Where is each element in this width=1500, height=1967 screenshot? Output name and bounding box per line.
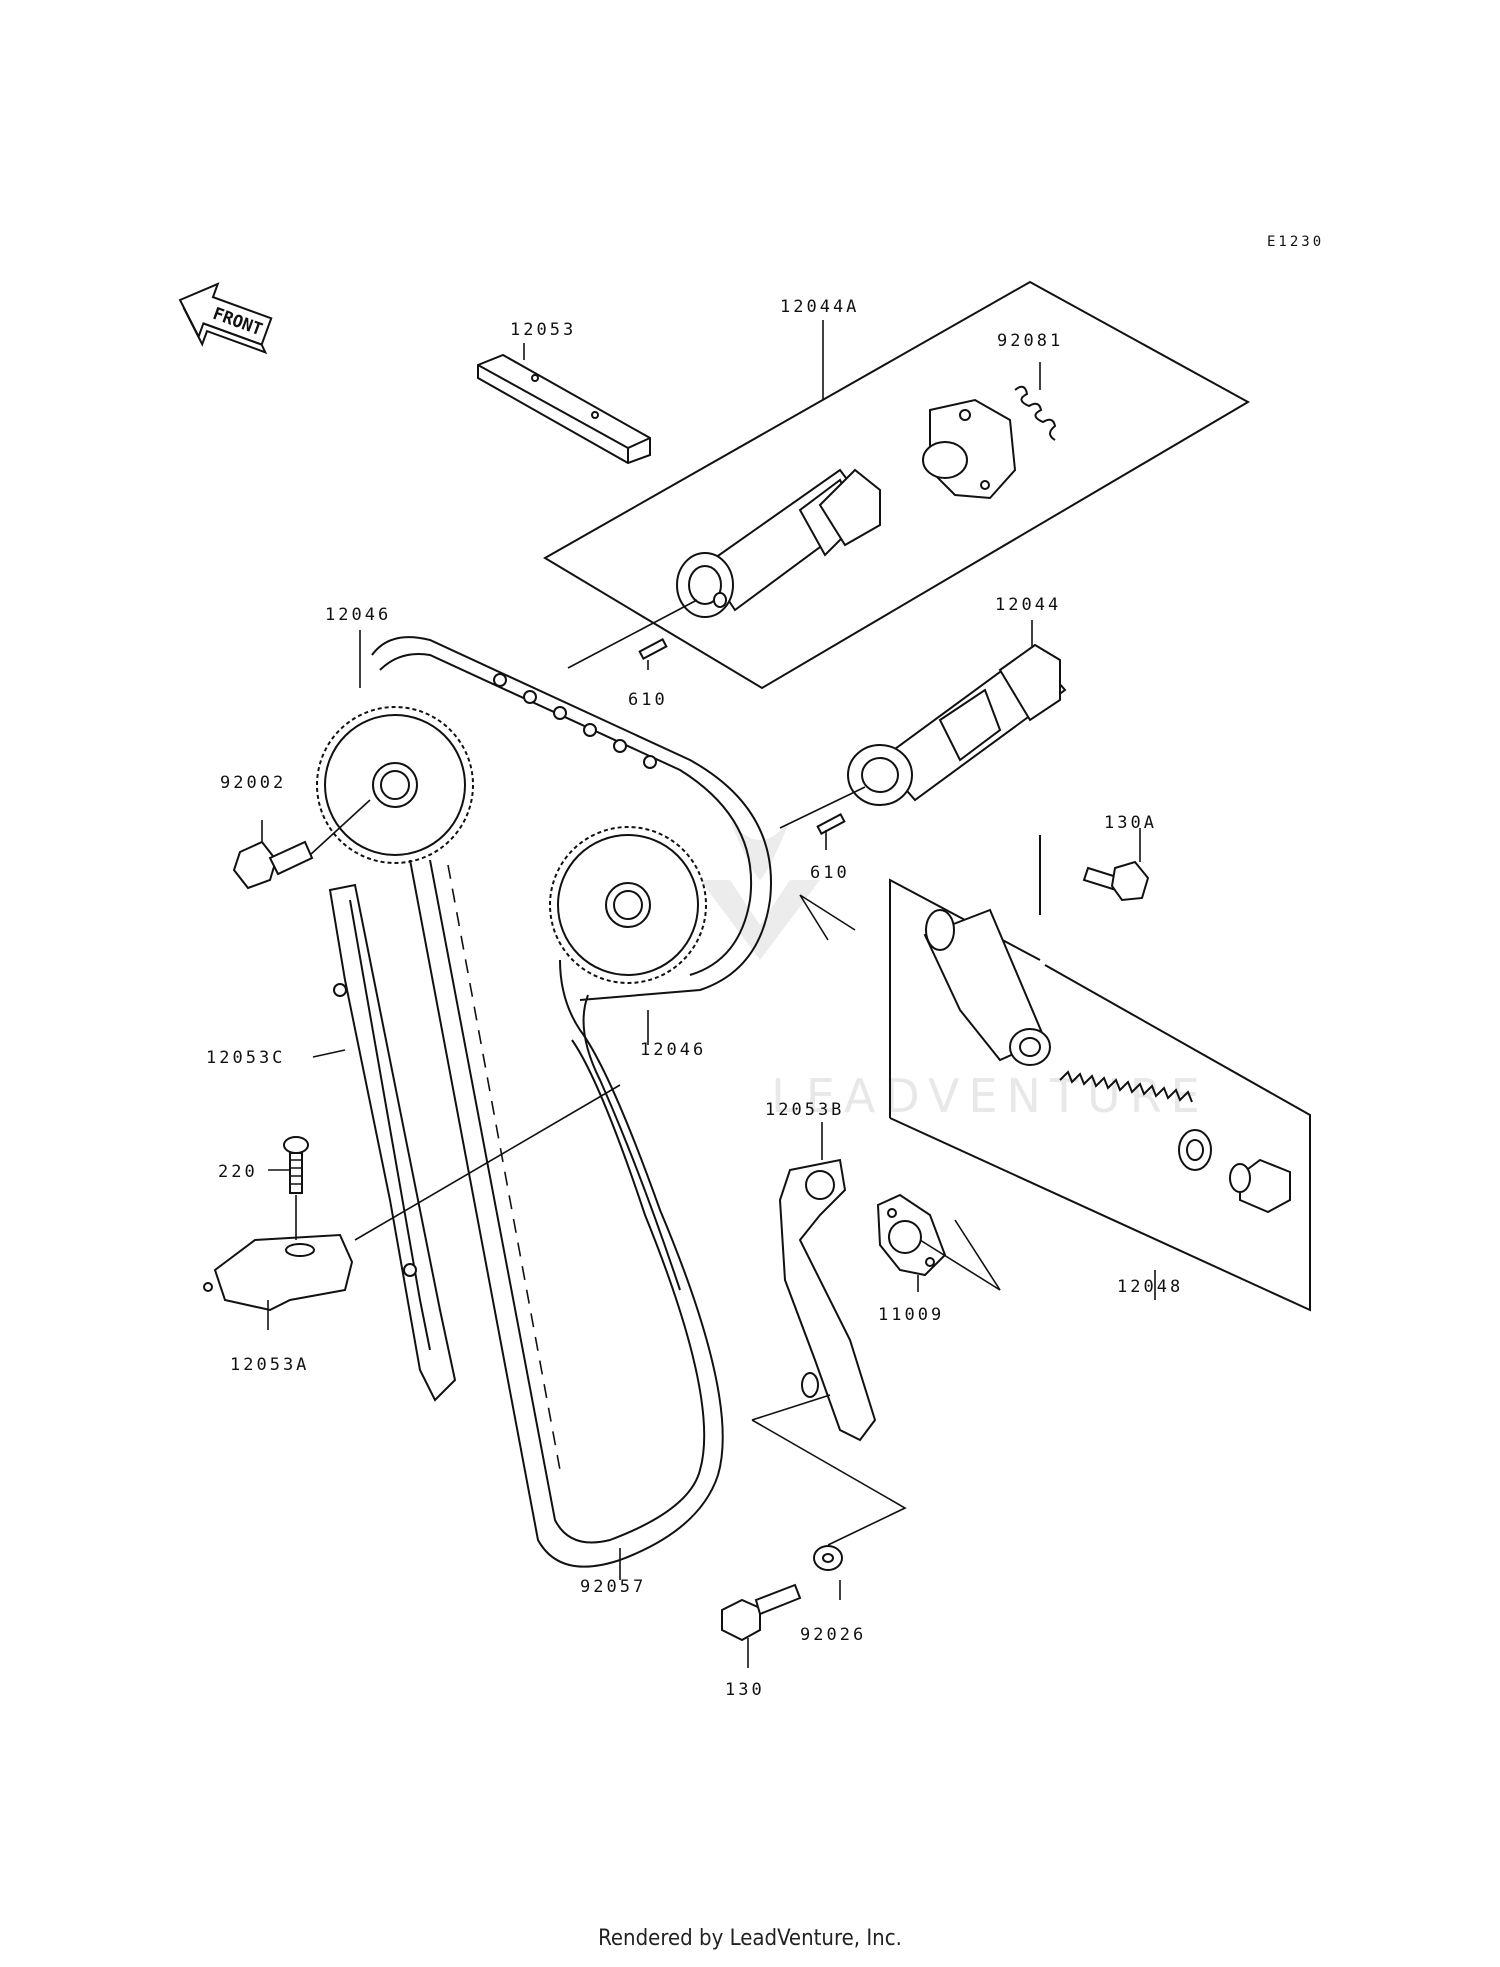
label-12053: 12053 <box>510 320 576 340</box>
label-610-lower: 610 <box>810 863 850 883</box>
cam-chain <box>371 636 772 1568</box>
label-130A: 130A <box>1104 813 1157 833</box>
decomp-weight <box>922 398 1017 500</box>
watermark-text: LEADVENTURE <box>771 1069 1209 1123</box>
tensioner-spring-icon <box>1059 1070 1193 1103</box>
diagram-code: E1230 <box>1267 234 1324 250</box>
chain-guide-top <box>477 353 651 465</box>
label-12046-top: 12046 <box>325 605 391 625</box>
dowel-pin-lower <box>816 813 846 835</box>
chain-guide-lower <box>203 1233 354 1312</box>
chain-links <box>493 673 657 769</box>
label-610-upper: 610 <box>628 690 668 710</box>
camshaft-lower <box>847 643 1067 806</box>
chain-guide-front <box>778 1158 877 1442</box>
camshaft-upper <box>676 468 881 618</box>
label-12053B: 12053B <box>765 1100 844 1120</box>
camshaft-assembly-box <box>543 280 1251 690</box>
label-12048: 12048 <box>1117 1277 1183 1297</box>
gasket <box>876 1193 947 1277</box>
footer-credit: Rendered by LeadVenture, Inc. <box>598 1926 902 1951</box>
watermark: LEADVENTURE <box>700 820 1209 1123</box>
spring-icon <box>1014 385 1057 441</box>
guide-bolt-icon <box>721 1583 802 1642</box>
label-130: 130 <box>725 1680 765 1700</box>
screw-icon <box>283 1136 309 1194</box>
label-12053C: 12053C <box>206 1048 285 1068</box>
label-11009: 11009 <box>878 1305 944 1325</box>
label-12044A: 12044A <box>780 297 859 317</box>
tensioner-bolt-icon <box>1082 860 1150 902</box>
sprocket-bolt-icon <box>232 840 314 890</box>
tensioner-washer <box>1178 1129 1212 1171</box>
label-92002: 92002 <box>220 773 286 793</box>
cam-sprocket-right <box>549 826 707 984</box>
cam-sprocket-left <box>316 706 474 864</box>
chain-tensioner <box>923 908 1051 1066</box>
label-92057: 92057 <box>580 1577 646 1597</box>
label-12046-bottom: 12046 <box>640 1040 706 1060</box>
label-220: 220 <box>218 1162 258 1182</box>
label-92081: 92081 <box>997 331 1063 351</box>
dowel-pin-upper <box>638 638 668 660</box>
guide-washer <box>813 1545 843 1571</box>
chain-guide-rear <box>328 883 457 1402</box>
label-92026: 92026 <box>800 1625 866 1645</box>
tensioner-cap-bolt-icon <box>1229 1158 1291 1214</box>
label-12044: 12044 <box>995 595 1061 615</box>
label-12053A: 12053A <box>230 1355 309 1375</box>
front-arrow-icon: FRONT <box>178 282 273 355</box>
